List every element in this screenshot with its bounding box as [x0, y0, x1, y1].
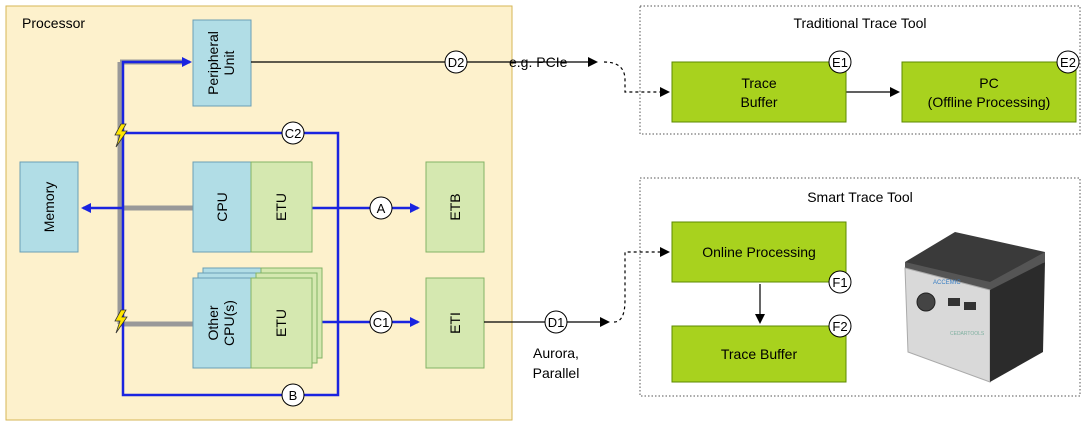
marker-c1: C1 — [369, 310, 393, 334]
peripheral-unit-label-line2: Unit — [221, 50, 237, 75]
lightning-icon — [114, 123, 128, 148]
aurora-link-label-line2: Parallel — [533, 365, 580, 381]
marker-d1: D1 — [544, 310, 568, 334]
svg-text:C1: C1 — [373, 315, 390, 330]
other-cpu-label-line1: Other — [205, 305, 221, 340]
smart-trace-buffer-label: Trace Buffer — [721, 346, 798, 362]
etu-bottom-box — [250, 277, 313, 369]
online-processing-label: Online Processing — [702, 244, 816, 260]
fault-lightning-icons — [114, 123, 128, 334]
traditional-trace-tool-title: Traditional Trace Tool — [793, 15, 926, 31]
dashed-connectors — [603, 61, 670, 323]
smart-trace-tool-title: Smart Trace Tool — [807, 189, 913, 205]
marker-e1: E1 — [828, 50, 852, 74]
trace-buffer-box — [671, 61, 847, 123]
marker-e2: E2 — [1056, 50, 1080, 74]
trace-buffer-label-line1: Trace — [741, 75, 776, 91]
device-sub: CEDARTOOLS — [950, 331, 985, 337]
processor-title: Processor — [22, 15, 85, 31]
online-processing-box — [671, 221, 847, 283]
eti-box — [425, 277, 485, 369]
eti-label: ETI — [447, 312, 463, 334]
marker-f2: F2 — [828, 314, 852, 338]
marker-f1: F1 — [828, 270, 852, 294]
peripheral-unit-label-line1: Peripheral — [205, 31, 221, 95]
aurora-link-label-line1: Aurora, — [533, 345, 579, 361]
other-cpu-box — [192, 277, 252, 369]
svg-text:F1: F1 — [832, 275, 847, 290]
etu-top-box — [250, 161, 313, 253]
etu-bottom-label: ETU — [273, 309, 289, 337]
cpu-label: CPU — [214, 192, 230, 222]
device-brand: ACCEMIC — [933, 280, 961, 286]
etb-label: ETB — [447, 193, 463, 220]
peripheral-unit-box — [192, 19, 252, 107]
svg-text:B: B — [289, 388, 298, 403]
svg-text:D2: D2 — [448, 55, 465, 70]
svg-text:A: A — [377, 201, 386, 216]
svg-text:F2: F2 — [832, 319, 847, 334]
other-cpu-label-line2: CPU(s) — [221, 300, 237, 346]
svg-text:C2: C2 — [285, 126, 302, 141]
svg-text:E2: E2 — [1060, 55, 1076, 70]
marker-d2: D2 — [444, 50, 468, 74]
blue-trace-paths — [81, 57, 420, 397]
marker-b: B — [281, 383, 305, 407]
memory-box — [19, 161, 79, 253]
marker-c2: C2 — [281, 121, 305, 145]
smart-trace-buffer-box — [671, 325, 847, 383]
trace-buffer-label-line2: Buffer — [740, 94, 777, 110]
svg-text:E1: E1 — [832, 55, 848, 70]
memory-label: Memory — [41, 182, 57, 233]
lightning-icon — [114, 309, 128, 334]
pc-label-line1: PC — [979, 75, 998, 91]
etu-top-label: ETU — [273, 193, 289, 221]
device-image: ACCEMIC CEDARTOOLS — [904, 232, 1045, 383]
etb-box — [425, 161, 485, 253]
svg-text:D1: D1 — [548, 315, 565, 330]
pcie-link-label: e.g. PCIe — [509, 54, 568, 70]
pc-offline-box — [901, 61, 1077, 123]
pc-label-line2: (Offline Processing) — [928, 94, 1051, 110]
marker-a: A — [369, 196, 393, 220]
